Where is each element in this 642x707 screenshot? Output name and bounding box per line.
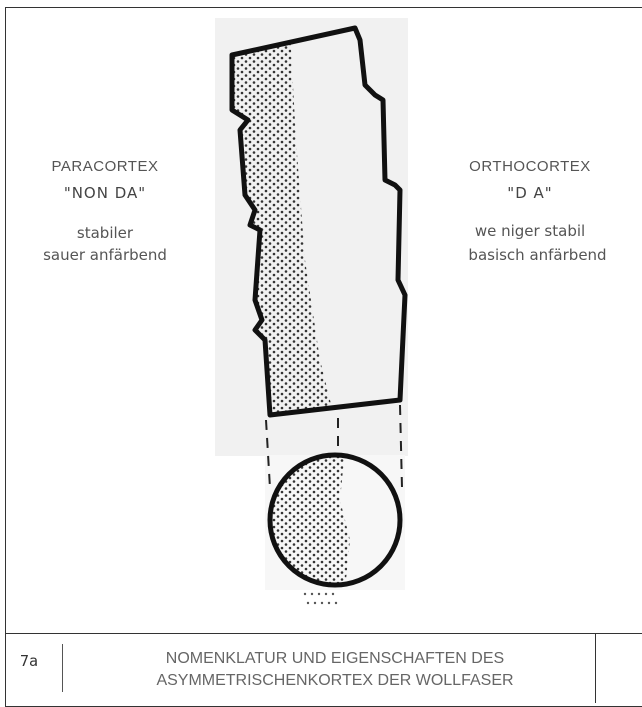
paracortex-property-staining: sauer anfärbend bbox=[25, 245, 185, 265]
paracortex-title: PARACORTEX bbox=[30, 158, 180, 175]
figure-number-divider bbox=[62, 644, 63, 692]
footer-divider bbox=[5, 633, 642, 634]
wool-fiber-diagram bbox=[0, 0, 642, 632]
orthocortex-title: ORTHOCORTEX bbox=[455, 158, 605, 175]
cross-section-stipple-tail bbox=[304, 593, 337, 604]
footer-right-divider bbox=[595, 633, 596, 703]
caption-line-2: ASYMMETRISCHENKORTEX DER WOLLFASER bbox=[95, 670, 575, 692]
paracortex-subtitle: "NON DA" bbox=[30, 184, 180, 202]
figure-number: 7a bbox=[20, 652, 38, 670]
orthocortex-property-staining: basisch anfärbend bbox=[450, 245, 625, 265]
paracortex-property-stability: stabiler bbox=[30, 223, 180, 243]
orthocortex-property-stability: we niger stabil bbox=[445, 221, 615, 241]
caption-line-1: NOMENKLATUR UND EIGENSCHAFTEN DES bbox=[95, 648, 575, 670]
figure-caption: NOMENKLATUR UND EIGENSCHAFTEN DES ASYMME… bbox=[95, 648, 575, 692]
orthocortex-subtitle: "D A" bbox=[455, 184, 605, 202]
